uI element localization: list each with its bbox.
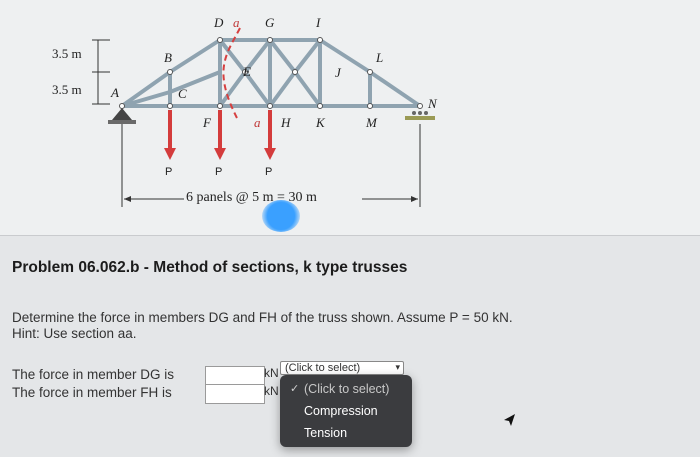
load-label-2: P xyxy=(215,166,223,178)
joint-label-i: I xyxy=(316,15,321,30)
height-label-upper: 3.5 m xyxy=(52,46,82,61)
divider xyxy=(0,235,700,236)
joint-label-k: K xyxy=(316,115,325,130)
mouse-pointer-icon xyxy=(504,414,515,426)
hint-text: Hint: Use section aa. xyxy=(12,326,137,341)
dg-unit: kN xyxy=(264,366,279,380)
joint-label-e: E xyxy=(243,64,251,79)
dropdown-option-tension[interactable]: Tension xyxy=(304,426,348,440)
joint-label-d: D xyxy=(214,15,224,30)
truss-figure: 3.5 m 3.5 m A B C D E F G H I J K L M N … xyxy=(52,15,437,232)
section-mark-bottom: a xyxy=(254,115,261,130)
joint-label-f: F xyxy=(203,115,211,130)
dimension-text: 6 panels @ 5 m = 30 m xyxy=(186,190,317,205)
truss-diagram xyxy=(92,27,435,207)
check-icon: ✓ xyxy=(290,383,300,395)
fh-answer-input[interactable] xyxy=(205,384,265,404)
question-fh-label: The force in member FH is xyxy=(12,385,172,400)
joint-label-a: A xyxy=(111,85,119,100)
joint-label-c: C xyxy=(178,86,187,101)
height-label-lower: 3.5 m xyxy=(52,82,82,97)
joint-label-l: L xyxy=(376,50,384,65)
load-label-3: P xyxy=(265,166,273,178)
chevron-down-icon: ▾ xyxy=(395,362,400,372)
highlight-blob xyxy=(262,200,300,232)
joint-label-j: J xyxy=(335,65,341,80)
joint-label-n: N xyxy=(428,96,437,111)
dropdown-option-compression[interactable]: Compression xyxy=(304,404,378,418)
problem-statement: Determine the force in members DG and FH… xyxy=(12,310,652,342)
statement-text: Determine the force in members DG and FH… xyxy=(12,310,513,325)
joint-label-g: G xyxy=(265,15,275,30)
dg-answer-input[interactable] xyxy=(205,366,265,386)
select-current: (Click to select) xyxy=(285,362,361,374)
joint-label-m: M xyxy=(366,115,377,130)
joint-label-b: B xyxy=(164,50,172,65)
select-dropdown-menu: ✓ (Click to select) Compression Tension xyxy=(280,375,412,447)
fh-unit: kN xyxy=(264,384,279,398)
dropdown-option-placeholder[interactable]: (Click to select) xyxy=(304,382,390,396)
load-label-1: P xyxy=(165,166,173,178)
problem-title: Problem 06.062.b - Method of sections, k… xyxy=(12,259,408,276)
section-mark-top: a xyxy=(233,15,240,30)
dg-type-select[interactable]: (Click to select) ▾ xyxy=(280,361,404,375)
question-dg-label: The force in member DG is xyxy=(12,367,175,382)
joint-label-h: H xyxy=(281,115,291,130)
